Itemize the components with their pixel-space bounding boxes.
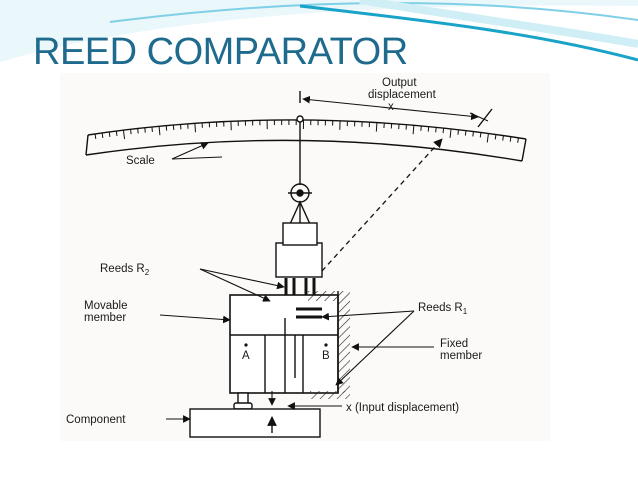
scale-tick	[101, 132, 104, 138]
scale-tick	[486, 133, 489, 143]
scale-tick	[502, 135, 504, 141]
scale-tick	[151, 126, 153, 132]
scale-tick	[517, 137, 519, 143]
movable-leader	[159, 314, 231, 324]
scale-tick	[94, 133, 97, 139]
movable-label-line2: member	[84, 312, 126, 324]
output-label-line1: Output	[382, 77, 417, 89]
fixed-label-line2: member	[440, 350, 482, 362]
movable-label-line1: Movable	[84, 300, 127, 312]
component-label: Component	[66, 414, 126, 426]
reeds-r2-label: Reeds R2	[100, 263, 150, 277]
scale-tick	[158, 126, 161, 136]
scale-tick	[130, 129, 132, 135]
reeds-r1	[296, 307, 322, 319]
scale-tick	[442, 128, 445, 134]
scale-tick	[137, 128, 139, 134]
pivot-icon	[288, 183, 312, 203]
output-leader	[469, 112, 489, 122]
slide-title: REED COMPARATOR	[33, 31, 408, 73]
title-swoosh-decoration	[0, 0, 638, 62]
input-label: x (Input displacement)	[346, 402, 459, 414]
marker-a: A	[242, 350, 250, 362]
scale-tick	[464, 130, 467, 136]
output-label-line2: displacement	[368, 89, 437, 101]
scale-leader	[171, 142, 209, 160]
scale-tick	[194, 123, 196, 133]
reed-comparator-diagram: Output displacement x Scale Reeds R2 Mov…	[60, 73, 550, 441]
scale-tick	[509, 136, 512, 142]
marker-b: B	[322, 350, 330, 362]
upper-arm	[275, 242, 323, 278]
scale-tick	[375, 122, 378, 132]
fixed-label-line1: Fixed	[440, 338, 468, 350]
scale-tick	[144, 127, 146, 133]
housing-block	[229, 294, 339, 394]
scale-tick	[108, 131, 111, 137]
scale-tick	[472, 131, 474, 137]
pointer-tip	[296, 115, 304, 123]
scale-tick	[412, 125, 415, 135]
scale-tick	[457, 129, 460, 135]
reeds-r1-leader	[321, 310, 415, 321]
scale-tick	[479, 132, 482, 138]
scale-tick	[494, 134, 497, 140]
fixed-member-hatch	[338, 291, 350, 393]
scale-tick	[115, 130, 118, 137]
scale-ticks	[94, 119, 519, 143]
reeds-r1-label: Reeds R1	[418, 302, 468, 316]
scale-tick	[449, 128, 452, 138]
projection-dashed-line	[321, 138, 443, 272]
scale-label: Scale	[126, 155, 155, 167]
reeds-r2-leader	[199, 268, 285, 290]
component-block	[189, 408, 321, 438]
output-label-x: x	[388, 101, 394, 113]
scale-tick	[122, 130, 126, 140]
